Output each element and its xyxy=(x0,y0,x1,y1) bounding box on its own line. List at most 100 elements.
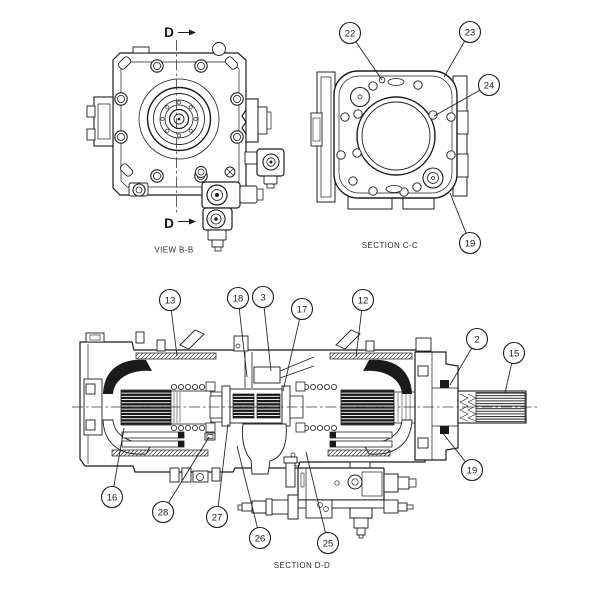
callout-balloon xyxy=(158,288,182,312)
inlet-passage-left xyxy=(103,359,152,394)
bearing-balls-left xyxy=(170,383,205,431)
callout-number: 19 xyxy=(465,238,476,249)
callout-19-section_dd: 19 xyxy=(440,430,484,482)
callout-number: 13 xyxy=(165,295,176,306)
view-bb-label: VIEW B-B xyxy=(154,246,193,255)
callout-balloon xyxy=(316,531,340,555)
left-port-flange xyxy=(86,96,114,147)
inlet-passage-right xyxy=(363,359,412,394)
left-fitting xyxy=(237,494,299,520)
callout-18-section_dd: 18 xyxy=(226,286,250,378)
callout-number: 16 xyxy=(107,492,118,503)
callout-number: 19 xyxy=(467,465,478,476)
right-port-flange xyxy=(245,98,272,143)
callout-balloon xyxy=(458,231,482,255)
shaft-seal-lower xyxy=(440,426,449,434)
housing-top-tabs xyxy=(85,329,432,352)
callout-number: 24 xyxy=(484,80,495,91)
section-d-marker-top: D xyxy=(164,25,196,40)
callout-17-section_dd: 17 xyxy=(282,297,314,392)
callout-2-section_dd: 2 xyxy=(449,327,489,386)
center-web-lower xyxy=(241,423,287,475)
callout-balloon xyxy=(477,73,501,97)
callout-28-section_dd: 28 xyxy=(151,436,210,524)
callout-leader-line xyxy=(305,451,326,533)
callout-27-section_dd: 27 xyxy=(205,423,229,529)
center-coupling xyxy=(209,352,315,475)
bottom-fitting xyxy=(349,507,373,539)
section-d-letter-top: D xyxy=(164,25,174,40)
retainer-bolt xyxy=(204,432,216,441)
callout-number: 12 xyxy=(358,295,369,306)
callout-19-section_cc: 19 xyxy=(449,192,482,255)
retainer-bracket xyxy=(253,366,281,384)
callout-number: 2 xyxy=(474,334,479,345)
callout-25-section_dd: 25 xyxy=(305,451,340,555)
section-dd-label: SECTION D-D xyxy=(274,561,330,570)
callout-leader-line xyxy=(440,430,466,463)
section-cc-label: SECTION C-C xyxy=(362,241,418,250)
callout-number: 25 xyxy=(323,538,334,549)
section-d-marker-bottom: D xyxy=(164,216,196,231)
bearing-boss-upper xyxy=(349,86,371,108)
callout-balloon xyxy=(251,285,275,309)
callout-balloon xyxy=(100,485,124,509)
callout-number: 3 xyxy=(260,292,265,303)
cylinder-barrel-left xyxy=(120,389,172,426)
callout-balloon xyxy=(465,327,489,351)
callout-number: 23 xyxy=(465,27,476,38)
mounting-bolts xyxy=(114,59,244,183)
callout-16-section_dd: 16 xyxy=(100,427,125,509)
view-bb-drawing: D D VIEW B-B xyxy=(86,25,285,255)
shaft-seal-upper xyxy=(440,380,449,388)
callout-number: 22 xyxy=(345,28,356,39)
callout-leader-line xyxy=(433,89,481,117)
callout-leader-line xyxy=(236,445,258,528)
callout-12-section_dd: 12 xyxy=(351,288,375,358)
callout-leader-line xyxy=(449,347,473,386)
shaft-hub-front xyxy=(138,78,220,160)
callout-number: 28 xyxy=(158,507,169,518)
coupling-splines-right xyxy=(256,393,281,419)
callout-number: 17 xyxy=(297,304,308,315)
callout-leader-line xyxy=(504,363,513,394)
control-valve-cluster-front xyxy=(195,148,285,252)
vent-plug xyxy=(212,42,226,56)
bearing-boss-lower xyxy=(422,167,444,189)
section-plate xyxy=(333,70,458,199)
bolt-holes xyxy=(336,80,456,197)
port-plate-right xyxy=(329,352,413,360)
callout-number: 27 xyxy=(212,512,223,523)
callout-balloon xyxy=(248,526,272,550)
callout-leader-line xyxy=(443,40,466,78)
callout-balloon xyxy=(205,505,229,529)
callout-leader-line xyxy=(263,307,272,372)
callout-leader-line xyxy=(449,192,467,234)
callout-balloon xyxy=(460,458,484,482)
section-cc-drawing: SECTION C-C xyxy=(310,70,469,250)
callout-3-section_dd: 3 xyxy=(251,285,275,372)
callout-leader-line xyxy=(170,310,178,357)
callout-15-section_dd: 15 xyxy=(502,341,526,394)
callout-balloon xyxy=(502,341,526,365)
shaft-end-cap xyxy=(414,351,459,461)
callout-leader-line xyxy=(355,41,383,81)
right-rotating-group xyxy=(295,352,416,457)
left-rotating-group xyxy=(102,352,217,457)
callout-number: 18 xyxy=(233,293,244,304)
callout-26-section_dd: 26 xyxy=(236,445,272,550)
callouts-layer: 22 23 24 19 13 18 3 17 12 2 15 19 16 28 27 26 25 xyxy=(100,20,526,555)
control-valve-assembly xyxy=(237,452,417,539)
callout-leader-line xyxy=(217,423,229,507)
callout-balloon xyxy=(226,286,250,310)
callout-balloon xyxy=(338,21,362,45)
callout-24-section_cc: 24 xyxy=(433,73,501,117)
callout-balloon xyxy=(151,500,175,524)
coupling-splines-left xyxy=(232,393,255,419)
callout-leader-line xyxy=(113,427,125,487)
callout-number: 15 xyxy=(509,348,520,359)
callout-13-section_dd: 13 xyxy=(158,288,182,357)
right-fitting xyxy=(383,499,414,514)
